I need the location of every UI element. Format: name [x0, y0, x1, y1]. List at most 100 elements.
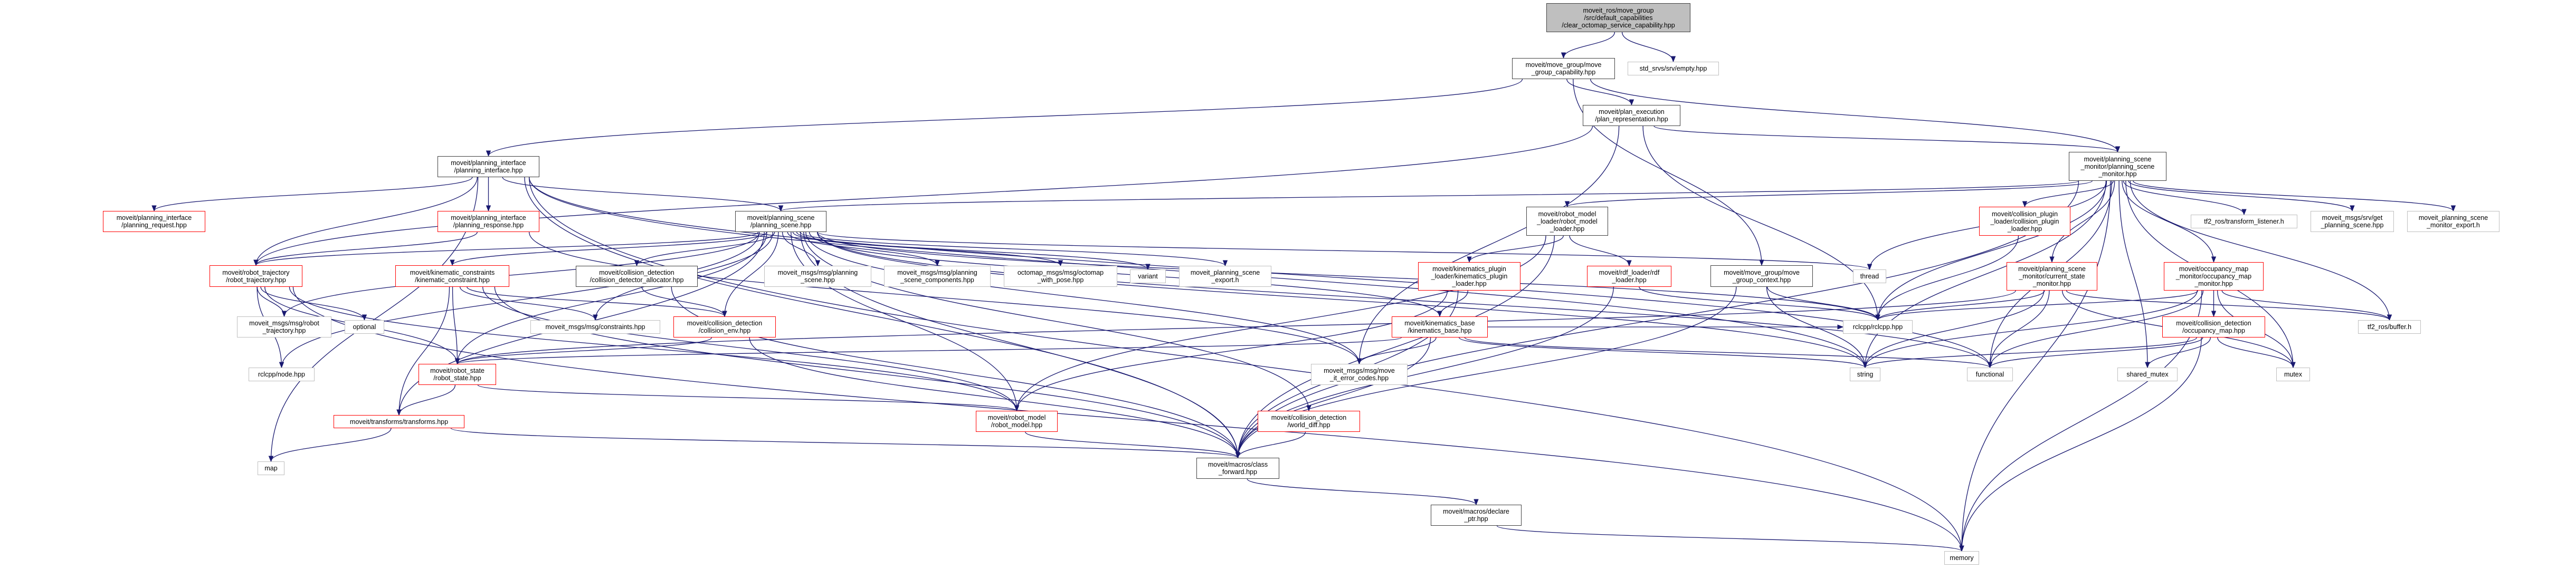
node-rt[interactable]: moveit/robot_trajectory /robot_trajector… [210, 265, 302, 287]
node-root[interactable]: moveit_ros/move_group /src/default_capab… [1546, 3, 1690, 32]
node-map: map [258, 461, 284, 475]
edge-csm-to-functional [1987, 290, 2050, 369]
node-preq[interactable]: moveit/planning_interface /planning_requ… [103, 211, 205, 232]
edge-ps-to-msg_psc [787, 232, 940, 267]
edge-cenv-to-cf [749, 337, 1241, 459]
edge-mgctx-to-string [1766, 286, 1868, 369]
node-rs[interactable]: moveit/robot_state /robot_state.hpp [419, 364, 496, 385]
node-mutex: mutex [2276, 368, 2310, 381]
node-node-hpp: rclcpp/node.hpp [249, 368, 315, 381]
edge-occ_map-to-mutex [2217, 337, 2296, 369]
edge-kc-to-cenv [467, 286, 727, 317]
edge-rs-to-rm [477, 384, 1019, 412]
node-presp[interactable]: moveit/planning_interface /planning_resp… [438, 211, 539, 232]
edge-root-to-mgcap [1561, 32, 1615, 59]
edge-ps-to-kc [450, 232, 767, 266]
edge-occ_map-to-memory [1959, 337, 2202, 552]
node-cda[interactable]: moveit/collision_detection /collision_de… [576, 266, 698, 287]
node-rml[interactable]: moveit/robot_model _loader/robot_model _… [1526, 207, 1608, 236]
edge-pi-to-memory [529, 177, 1964, 552]
edge-cpl-to-rclcpp [1875, 235, 2019, 321]
edge-wd-to-cf [1235, 431, 1306, 459]
node-err: moveit_msgs/msg/move _it_error_codes.hpp [1311, 364, 1408, 385]
node-msg-ps: moveit_msgs/msg/planning _scene.hpp [764, 266, 871, 287]
edge-occ_map-to-shared_mutex [2145, 337, 2211, 369]
edge-mgcap-to-pi [486, 79, 1523, 157]
edge-ps-to-rt [253, 232, 759, 266]
node-transforms[interactable]: moveit/transforms/transforms.hpp [334, 415, 464, 428]
node-rm[interactable]: moveit/robot_model /robot_model.hpp [976, 411, 1058, 432]
node-kb[interactable]: moveit/kinematics_base /kinematics_base.… [1392, 316, 1488, 337]
edge-plan_rep-to-rclcpp [1642, 126, 1880, 321]
node-tf2-listener: tf2_ros/transform_listener.h [2191, 215, 2297, 228]
edge-psm-to-rclcpp [1875, 180, 2107, 321]
node-mgctx[interactable]: moveit/move_group/move _group_context.hp… [1710, 265, 1813, 287]
edge-psm-to-tf2_buffer [2130, 180, 2392, 321]
edge-ps-to-functional [817, 232, 1992, 369]
edge-kc-to-rm [482, 286, 1020, 412]
edge-mgcap-to-plan_rep [1566, 79, 1634, 106]
edge-plan_rep-to-rt [253, 126, 1593, 266]
node-dp[interactable]: moveit/macros/declare _ptr.hpp [1431, 505, 1522, 526]
edge-omm-to-memory [1959, 290, 2202, 552]
edge-rml-to-rdf [1569, 235, 1632, 267]
node-mgcap[interactable]: moveit/move_group/move _group_capability… [1512, 58, 1615, 79]
edge-transforms-to-cf [450, 428, 1240, 459]
edge-cda-to-cf [671, 286, 1241, 459]
edge-psm-to-shared_mutex [2118, 180, 2150, 369]
node-cf[interactable]: moveit/macros/class _forward.hpp [1196, 458, 1279, 479]
edge-psm-to-tf2_listener [2123, 180, 2247, 216]
node-string: string [1850, 368, 1880, 381]
node-ps[interactable]: moveit/planning_scene /planning_scene.hp… [735, 211, 826, 232]
edge-cda-to-cenv [641, 286, 727, 317]
edge-presp-to-rt [253, 232, 478, 266]
edge-psm-to-ps [778, 180, 2079, 212]
edge-ps-to-node_hpp [279, 232, 760, 369]
node-occ-map[interactable]: moveit/collision_detection /occupancy_ma… [2162, 316, 2265, 337]
node-get-ps: moveit_msgs/srv/get _planning_scene.hpp [2311, 211, 2394, 232]
edge-rs-to-transforms [396, 384, 456, 416]
node-kc[interactable]: moveit/kinematic_constraints /kinematic_… [395, 265, 509, 287]
edge-psm-to-cpl [2022, 180, 2114, 208]
edge-ps-to-rclcpp [817, 232, 1880, 321]
node-rdf[interactable]: moveit/rdf_loader/rdf _loader.hpp [1587, 266, 1671, 287]
edge-kc-to-transforms [396, 286, 450, 416]
node-constraints: moveit_msgs/msg/constraints.hpp [530, 320, 660, 334]
node-std-empty: std_srvs/srv/empty.hpp [1628, 62, 1719, 75]
edge-pi-to-cf [524, 177, 1241, 459]
node-pi[interactable]: moveit/planning_interface /planning_inte… [438, 156, 539, 177]
edge-ps-to-msg_ps [782, 232, 821, 267]
edge-ps-to-cenv [722, 232, 779, 317]
edge-kb-to-functional [1464, 337, 1992, 369]
node-shared-mutex: shared_mutex [2117, 368, 2178, 381]
edge-rt-to-msg_rt [256, 286, 287, 317]
edge-kpl-to-rm [1014, 290, 1448, 412]
node-msg-psc: moveit_msgs/msg/planning _scene_componen… [884, 266, 991, 287]
node-optional: optional [345, 320, 384, 334]
node-csm[interactable]: moveit/planning_scene _monitor/current_s… [2007, 262, 2097, 291]
edge-kc-to-cf [494, 286, 1241, 459]
edge-psm-to-get_ps [2128, 180, 2355, 212]
edge-ps-to-thread [817, 232, 1872, 271]
node-plan-rep[interactable]: moveit/plan_execution /plan_representati… [1583, 105, 1680, 126]
node-msg-rt: moveit_msgs/msg/robot _trajectory.hpp [237, 316, 331, 337]
edge-rt-to-memory [292, 286, 1964, 552]
edge-psm-to-omm [2122, 180, 2217, 263]
node-tf2-buffer: tf2_ros/buffer.h [2358, 320, 2421, 334]
edge-occ_map-to-functional [1987, 337, 2203, 369]
node-cpl[interactable]: moveit/collision_plugin _loader/collisio… [1979, 207, 2070, 236]
edge-presp-to-err [529, 232, 1362, 365]
node-psm[interactable]: moveit/planning_scene _monitor/planning_… [2069, 152, 2166, 181]
edge-psm-to-rml [1565, 180, 2093, 208]
node-thread: thread [1853, 269, 1886, 283]
node-wd[interactable]: moveit/collision_detection /world_diff.h… [1258, 411, 1360, 432]
node-cenv[interactable]: moveit/collision_detection /collision_en… [673, 316, 776, 337]
node-psm-export: moveit_planning_scene _monitor_export.h [2407, 211, 2499, 232]
edge-ps-to-rm [791, 232, 1020, 412]
edge-rml-to-cf [1235, 235, 1555, 459]
edge-pi-to-ps [502, 177, 784, 212]
edge-kb-to-cf [1235, 337, 1431, 459]
node-omm[interactable]: moveit/occupancy_map _monitor/occupancy_… [2164, 262, 2264, 291]
node-kpl[interactable]: moveit/kinematics_plugin _loader/kinemat… [1418, 262, 1520, 291]
edge-dp-to-memory [1496, 525, 1964, 552]
